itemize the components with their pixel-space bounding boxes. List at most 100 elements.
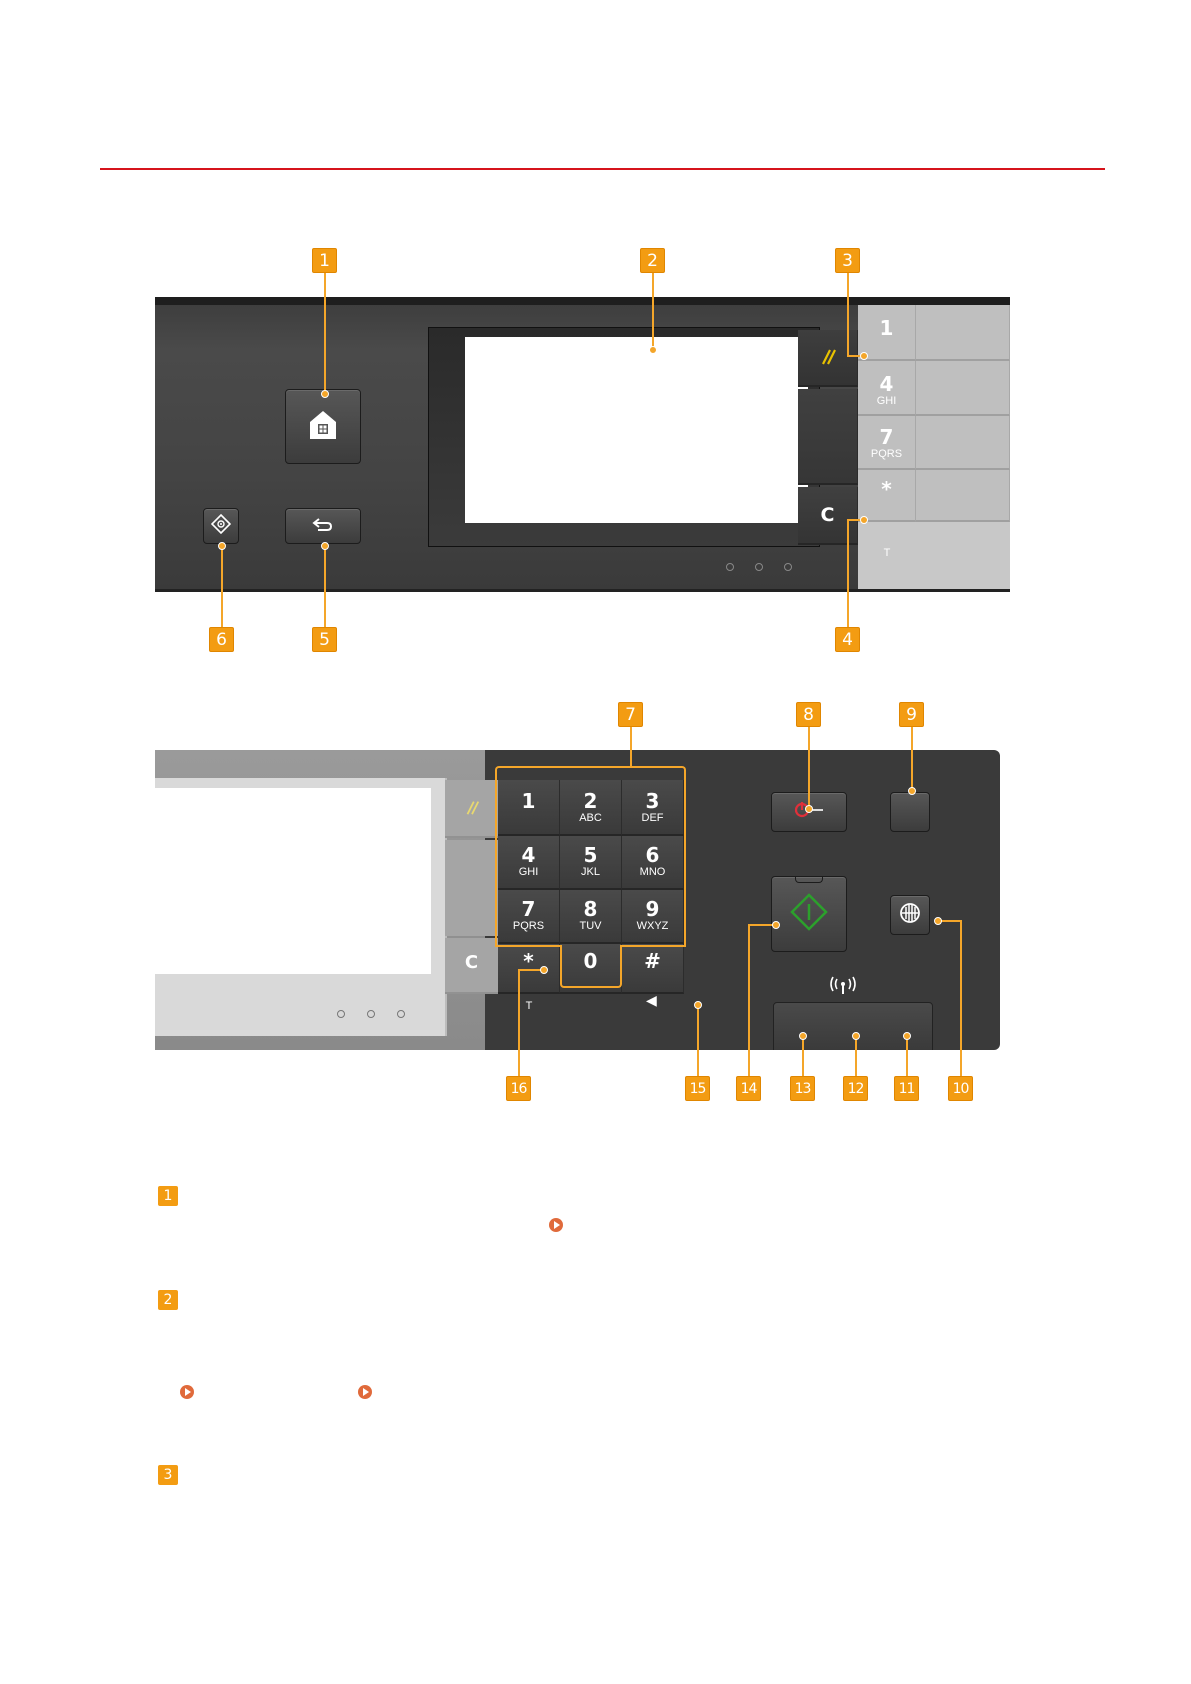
id-key[interactable]: [890, 895, 930, 935]
panel-edge: [155, 297, 1010, 305]
header-rule: [100, 168, 1105, 170]
callout-16: 16: [506, 1076, 531, 1101]
touch-panel-display[interactable]: [155, 788, 431, 974]
callout-dot: [805, 805, 813, 813]
callout-13: 13: [790, 1076, 815, 1101]
side-key-4[interactable]: 4 GHI: [858, 361, 916, 416]
callout-line: [697, 1005, 699, 1076]
touch-panel-display[interactable]: [465, 337, 808, 523]
indicator-dot: [337, 1010, 345, 1018]
home-icon: [308, 409, 338, 445]
callout-4: 4: [835, 627, 860, 652]
status-monitor-icon: [210, 513, 232, 538]
start-key-notch: [795, 876, 823, 883]
callout-line: [847, 355, 862, 357]
keypad-highlight: [495, 945, 562, 947]
description-badge-3: 3: [158, 1465, 178, 1485]
callout-11: 11: [894, 1076, 919, 1101]
indicator-dot: [397, 1010, 405, 1018]
key-0[interactable]: 0: [560, 944, 622, 994]
callout-15: 15: [685, 1076, 710, 1101]
side-key-1[interactable]: 1: [858, 305, 916, 361]
link-arrow-icon[interactable]: [180, 1385, 194, 1399]
callout-line: [847, 273, 849, 357]
callout-1: 1: [312, 248, 337, 273]
key-hash[interactable]: #: [622, 944, 684, 994]
clear-key[interactable]: C: [798, 487, 858, 545]
callout-dot: [799, 1032, 807, 1040]
link-arrow-icon[interactable]: [549, 1218, 563, 1232]
callout-line: [808, 727, 810, 809]
control-panel-top-view: C 1 4 GHI 7 PQRS * T: [155, 297, 1010, 592]
callout-dot: [694, 1001, 702, 1009]
clear-key[interactable]: C: [445, 938, 498, 994]
description-badge-1: 1: [158, 1186, 178, 1206]
link-arrow-icon[interactable]: [358, 1385, 372, 1399]
callout-line: [911, 727, 913, 791]
start-key[interactable]: [771, 876, 847, 952]
wifi-icon: [828, 976, 858, 1000]
callout-9: 9: [899, 702, 924, 727]
callout-5: 5: [312, 627, 337, 652]
side-key-partial: [916, 416, 1010, 470]
energy-saver-icon: [901, 800, 919, 824]
id-icon: [898, 901, 922, 929]
callout-dot: [321, 542, 329, 550]
callout-line: [518, 969, 542, 971]
callout-dot: [321, 390, 329, 398]
reset-icon: [445, 798, 498, 820]
callout-line: [324, 546, 326, 627]
callout-7: 7: [618, 702, 643, 727]
key-hash-arrow-icon: ◀: [646, 993, 657, 1009]
panel-blank-key: [445, 840, 498, 936]
home-button[interactable]: [285, 389, 361, 464]
panel-blank-key: [798, 389, 858, 485]
clear-icon: C: [820, 504, 835, 526]
back-button[interactable]: [285, 508, 361, 544]
start-icon: [789, 892, 829, 936]
callout-dot: [218, 542, 226, 550]
callout-dot: [860, 352, 868, 360]
callout-dot: [772, 921, 780, 929]
callout-line: [652, 273, 654, 350]
energy-saver-key[interactable]: [890, 792, 930, 832]
keypad-highlight: [495, 766, 686, 947]
callout-dot: [908, 787, 916, 795]
indicator-dot: [726, 563, 734, 571]
reset-key[interactable]: [798, 330, 858, 387]
callout-8: 8: [796, 702, 821, 727]
clear-icon: C: [464, 952, 479, 973]
panel-edge: [155, 589, 1010, 592]
back-icon: [312, 516, 334, 536]
status-monitor-button[interactable]: [203, 508, 239, 544]
indicator-dot: [755, 563, 763, 571]
callout-dot: [649, 346, 657, 354]
reset-icon: [798, 346, 857, 370]
callout-dot: [540, 966, 548, 974]
callout-line: [906, 1036, 908, 1076]
side-key-star[interactable]: *: [858, 470, 916, 522]
side-key-7[interactable]: 7 PQRS: [858, 416, 916, 470]
callout-line: [847, 520, 849, 627]
indicator-panel: [773, 1002, 933, 1050]
callout-12: 12: [843, 1076, 868, 1101]
callout-line: [847, 519, 862, 521]
description-badge-2: 2: [158, 1290, 178, 1310]
callout-14: 14: [736, 1076, 761, 1101]
callout-line: [324, 273, 326, 394]
reset-key[interactable]: [445, 780, 498, 838]
key-1[interactable]: 1: [498, 780, 560, 836]
callout-dot: [860, 516, 868, 524]
side-keypad: 1 4 GHI 7 PQRS * T: [858, 305, 1010, 592]
callout-line: [748, 925, 750, 1076]
side-key-partial: [916, 305, 1010, 361]
